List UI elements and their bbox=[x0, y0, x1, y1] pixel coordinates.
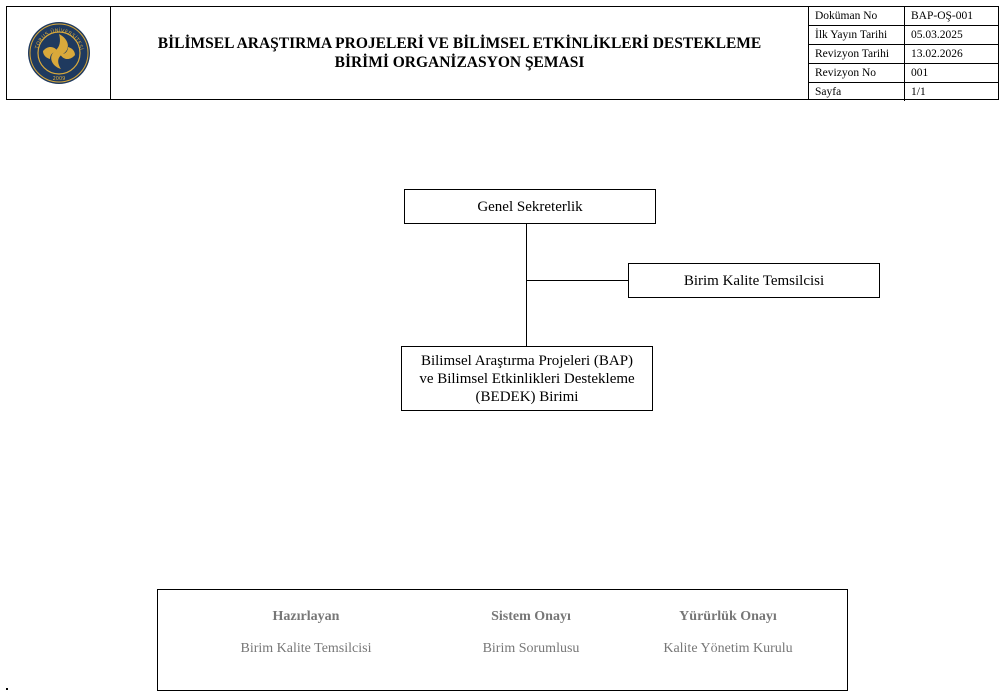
approval-heading: Yürürlük Onayı bbox=[679, 609, 777, 624]
meta-label: İlk Yayın Tarihi bbox=[809, 25, 905, 45]
meta-value: 13.02.2026 bbox=[904, 44, 998, 64]
approval-column-yururluk-onayi: Yürürlük Onayı Kalite Yönetim Kurulu bbox=[628, 590, 828, 657]
approval-heading: Sistem Onayı bbox=[491, 609, 571, 624]
approval-column-sistem-onayi: Sistem Onayı Birim Sorumlusu bbox=[431, 590, 631, 657]
meta-label: Doküman No bbox=[809, 7, 905, 26]
page-mark bbox=[6, 688, 8, 690]
meta-label: Revizyon Tarihi bbox=[809, 44, 905, 64]
meta-label: Revizyon No bbox=[809, 63, 905, 83]
meta-row: Doküman No BAP-OŞ-001 bbox=[809, 7, 998, 26]
university-logo: TORUS ÜNİVERSİTESİ 2009 bbox=[27, 22, 90, 84]
org-node-kalite-temsilcisi: Birim Kalite Temsilcisi bbox=[628, 263, 880, 298]
connector-vertical bbox=[526, 224, 527, 346]
approval-box: Hazırlayan Birim Kalite Temsilcisi Siste… bbox=[157, 589, 848, 691]
document-meta-table: Doküman No BAP-OŞ-001 İlk Yayın Tarihi 0… bbox=[809, 7, 998, 101]
org-node-label: Genel Sekreterlik bbox=[477, 198, 583, 215]
approval-column-hazirlayan: Hazırlayan Birim Kalite Temsilcisi bbox=[206, 590, 406, 657]
org-node-genel-sekreterlik: Genel Sekreterlik bbox=[404, 189, 656, 224]
meta-row: Revizyon Tarihi 13.02.2026 bbox=[809, 44, 998, 64]
logo-cell: TORUS ÜNİVERSİTESİ 2009 bbox=[7, 7, 111, 99]
org-node-label: Birim Kalite Temsilcisi bbox=[683, 272, 825, 289]
meta-row: Sayfa 1/1 bbox=[809, 82, 998, 101]
org-node-label-line: Bilimsel Araştırma Projeleri (BAP) bbox=[420, 352, 634, 369]
document-title: BİLİMSEL ARAŞTIRMA PROJELERİ VE BİLİMSEL… bbox=[111, 7, 809, 99]
connector-horizontal bbox=[526, 280, 628, 281]
org-node-label-line: ve Bilimsel Etkinlikleri Destekleme bbox=[419, 370, 635, 387]
title-line-2: BİRİMİ ORGANİZASYON ŞEMASI bbox=[334, 54, 585, 71]
org-node-label-line: (BEDEK) Birimi bbox=[475, 388, 579, 405]
meta-value: 001 bbox=[904, 63, 998, 83]
approval-value: Birim Kalite Temsilcisi bbox=[240, 641, 372, 656]
meta-label: Sayfa bbox=[809, 82, 905, 101]
meta-value: 1/1 bbox=[904, 82, 998, 101]
meta-row: Revizyon No 001 bbox=[809, 63, 998, 83]
title-line-1: BİLİMSEL ARAŞTIRMA PROJELERİ VE BİLİMSEL… bbox=[157, 35, 762, 52]
meta-value: BAP-OŞ-001 bbox=[904, 7, 998, 26]
logo-year: 2009 bbox=[52, 76, 65, 82]
approval-value: Birim Sorumlusu bbox=[482, 641, 580, 656]
document-header: TORUS ÜNİVERSİTESİ 2009 BİLİMSEL ARAŞTIR… bbox=[6, 6, 999, 101]
meta-row: İlk Yayın Tarihi 05.03.2025 bbox=[809, 25, 998, 45]
meta-value: 05.03.2025 bbox=[904, 25, 998, 45]
approval-heading: Hazırlayan bbox=[272, 609, 340, 624]
org-node-bap-bedek: Bilimsel Araştırma Projeleri (BAP) ve Bi… bbox=[401, 346, 653, 411]
approval-value: Kalite Yönetim Kurulu bbox=[663, 641, 793, 656]
